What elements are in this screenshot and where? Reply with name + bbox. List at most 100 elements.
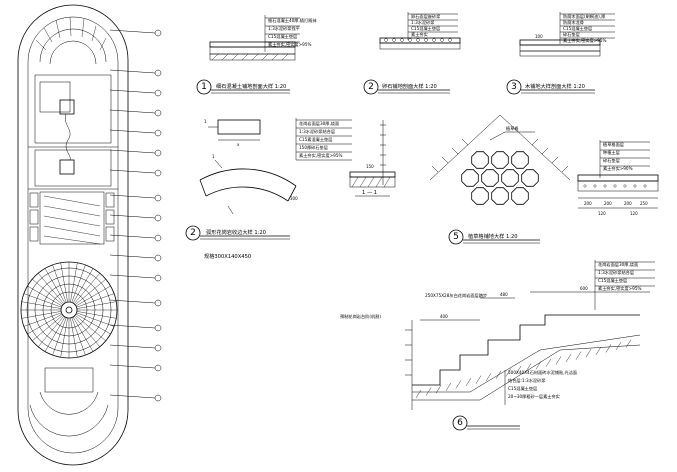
detail-6-stair-section: 480 400 600 花岗岩面层30厚,烧面 1:3水泥砂浆结合层 C15混凝…	[340, 260, 655, 431]
section-1-1: 150 1 — 1	[349, 120, 396, 197]
paving-radial-line	[71, 264, 86, 303]
detail-5-title: 植草格铺地大样 1:20	[468, 232, 518, 240]
kerb-dim-4: 250	[640, 201, 648, 206]
stair-bottom-note-1: 500X40X4石材面砖水泥铺贴,光洁面	[508, 369, 577, 376]
callout-bubble	[154, 69, 162, 77]
grass-grid-cell	[491, 151, 509, 169]
paving-radial-line	[21, 301, 62, 309]
detail-6-number: 6	[457, 418, 463, 428]
concrete-hatch	[605, 344, 612, 353]
kerb-dim-5: 120	[598, 211, 606, 216]
concrete-hatch	[435, 385, 442, 394]
stair-dim-2: 400	[440, 314, 448, 319]
paving-radial-line	[75, 285, 111, 307]
kerb-section: 200 200 200 250 120 120 植草格面层 种植土层 碎石垫层 …	[577, 140, 659, 216]
detail-arc-granite-edge: 1 x 1 300 花岗岩面层30厚,烧面 1:3水泥砂浆结合层 C15素混凝土…	[185, 118, 352, 260]
stair-dim-3: 600	[580, 286, 588, 291]
callout-bubble	[154, 364, 162, 372]
paving-radial-line	[60, 317, 68, 358]
callout-leader	[109, 299, 156, 304]
detail-5-grass-grid: 植草格 5 植草格铺地大样 1:20	[429, 114, 571, 245]
callout-bubble	[154, 344, 162, 352]
kerb-dim-6: 120	[630, 211, 638, 216]
detail-3-wood-decking: 100 防腐木面层(刷桐油),厚 防腐木龙骨 C15混凝土垫层 碎石垫层 素土夯…	[506, 12, 615, 95]
paving-radial-line	[44, 268, 66, 304]
detail-3-number: 3	[511, 82, 517, 92]
grass-grid-cell	[471, 187, 489, 205]
grass-grid-cell	[481, 169, 499, 187]
callout-leader	[109, 129, 156, 134]
callout-bubble	[154, 169, 162, 177]
callout-bubble	[154, 214, 162, 222]
concrete-hatch	[585, 349, 592, 358]
callout-leader	[109, 149, 156, 154]
callout-bubble	[154, 29, 162, 37]
callout-bubble	[154, 149, 162, 157]
svg-text:防腐木面层(刷桐油),厚: 防腐木面层(刷桐油),厚	[563, 13, 605, 20]
detail-1-title: 细石混凝土铺地剖面大样 1:20	[216, 82, 286, 90]
paving-radial-line	[72, 268, 94, 304]
svg-text:素土夯实,密实度>95%: 素土夯实,密实度>95%	[563, 37, 606, 44]
concrete-hatch	[575, 351, 582, 360]
stair-top-note: 250X75X28灰白花岗岩面层踏步	[425, 292, 487, 299]
layer-note-2: 1:3水泥砂浆结合层	[299, 128, 335, 135]
grass-grid-cell	[491, 187, 509, 205]
grass-grid-cell	[501, 169, 519, 187]
detail-4-note: 规格300X140X450	[204, 252, 251, 260]
callout-leader	[109, 89, 156, 94]
layer-notes: 花岗岩面层30厚,烧面 1:3水泥砂浆结合层 C15素混凝土垫层 150厚碎石垫…	[299, 120, 342, 159]
concrete-hatch	[485, 373, 492, 382]
paving-radial-line	[32, 314, 64, 342]
paving-radial-line	[23, 312, 62, 327]
site-plan	[17, 4, 162, 466]
paving-radial-line	[72, 316, 94, 352]
paving-radial-line	[37, 315, 65, 347]
paving-radial-line	[37, 273, 65, 305]
callout-bubble	[154, 109, 162, 117]
callout-bubble	[154, 129, 162, 137]
paving-radial-line	[27, 313, 63, 335]
callout-leader	[109, 169, 156, 174]
stair-bottom-note-4: 20~30厚粗砂一层素土夯实	[508, 393, 560, 400]
kerb-dim-3: 200	[624, 201, 632, 206]
concrete-hatch	[595, 346, 602, 355]
stair-bottom-note-3: C15混凝土垫层	[508, 385, 537, 392]
paving-radial-line	[44, 316, 66, 352]
callout-leader	[109, 194, 156, 199]
callout-bubble	[154, 234, 162, 242]
paving-radial-line	[73, 273, 101, 305]
detail-1-number: 1	[201, 82, 207, 92]
callout-bubble	[154, 194, 162, 202]
svg-text:细石混凝土40厚,随打随抹: 细石混凝土40厚,随打随抹	[268, 17, 317, 24]
paving-radial-line	[74, 314, 106, 342]
svg-text:1:3水泥砂浆结合层: 1:3水泥砂浆结合层	[598, 269, 634, 276]
svg-text:植草格面层: 植草格面层	[603, 141, 624, 148]
paving-radial-line	[71, 317, 86, 356]
grass-grid-cell	[471, 151, 489, 169]
concrete-hatch	[495, 370, 502, 379]
concrete-hatch	[465, 377, 472, 387]
paving-radial-line	[73, 315, 101, 347]
concrete-hatch	[415, 389, 422, 399]
concrete-hatch	[625, 339, 632, 348]
concrete-hatch	[615, 341, 622, 351]
svg-text:1:3水泥砂浆: 1:3水泥砂浆	[411, 19, 435, 26]
paving-radial-line	[76, 293, 115, 308]
callout-leader	[109, 344, 156, 349]
concrete-hatch	[445, 382, 452, 391]
svg-text:卵石面层嵌砂浆: 卵石面层嵌砂浆	[411, 13, 441, 20]
svg-text:1:3水泥砂浆找平: 1:3水泥砂浆找平	[268, 25, 300, 32]
grass-grid-cell	[511, 151, 529, 169]
svg-text:C15混凝土垫层: C15混凝土垫层	[598, 277, 627, 284]
svg-text:种植土层: 种植土层	[603, 149, 620, 156]
kerb-dim-1: 200	[584, 201, 592, 206]
svg-text:植草格: 植草格	[506, 125, 519, 132]
paving-radial-line	[27, 285, 63, 307]
detail-4-title: 弧形花岗岩收边大样 1:20	[206, 228, 266, 236]
svg-text:C15混凝土垫层: C15混凝土垫层	[563, 25, 592, 32]
paving-radial-line	[74, 278, 106, 306]
callout-bubble	[154, 299, 162, 307]
concrete-hatch	[545, 358, 552, 367]
paving-radial-line	[76, 311, 117, 319]
